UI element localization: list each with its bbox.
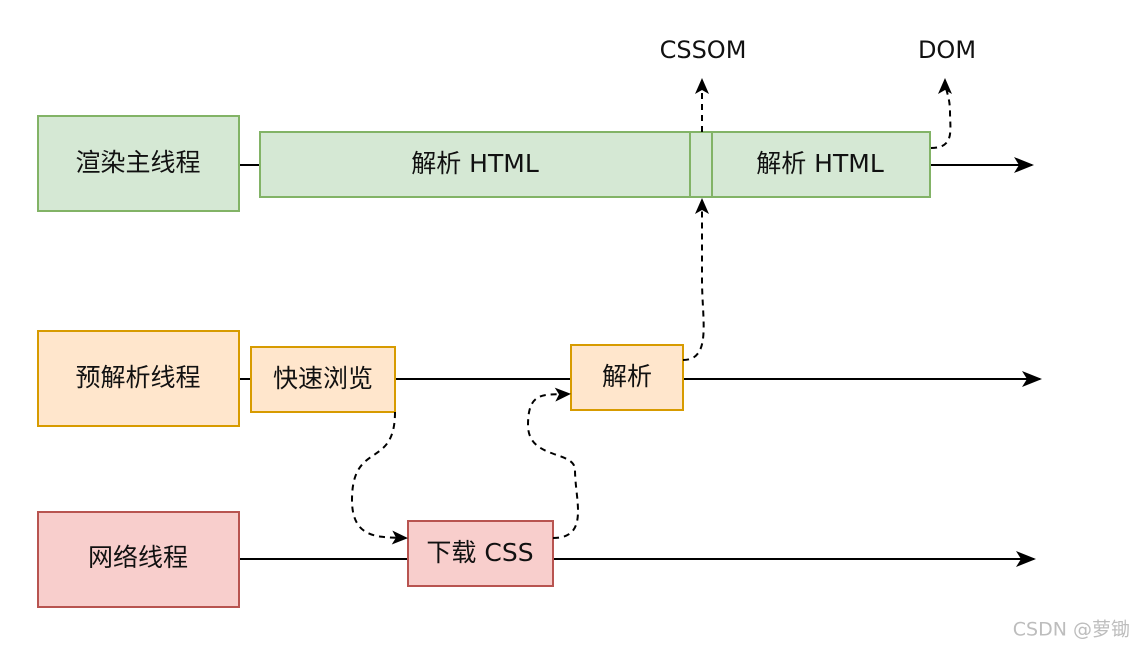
arrow-to-dom (930, 78, 953, 149)
cssom-output-label: CSSOM (660, 36, 747, 64)
quick-browse-label: 快速浏览 (273, 364, 373, 393)
download-css-label: 下载 CSS (426, 538, 533, 567)
parse-html-1-label: 解析 HTML (411, 149, 539, 178)
preparse-thread-label: 预解析线程 (75, 363, 200, 392)
parse-html-2-label: 解析 HTML (756, 149, 884, 178)
arrow-quickbrowse-to-download (350, 411, 408, 545)
download-css-task: 下载 CSS (407, 520, 554, 587)
render-thread-row: 渲染主线程 解析 HTML 解析 HTML (37, 115, 1034, 212)
quick-browse-task: 快速浏览 (250, 346, 396, 413)
parse-label: 解析 (602, 362, 652, 391)
network-thread-label: 网络线程 (88, 543, 188, 572)
arrow-download-to-parse (526, 387, 580, 539)
parse-html-task-2: 解析 HTML (711, 131, 931, 198)
render-thread-box: 渲染主线程 (37, 115, 240, 212)
preparse-thread-box: 预解析线程 (37, 330, 240, 427)
flow-arrows (350, 78, 953, 545)
preparse-thread-row: 预解析线程 快速浏览 解析 (37, 330, 1042, 427)
parse-html-task-1: 解析 HTML (259, 131, 691, 198)
network-thread-box: 网络线程 (37, 511, 240, 608)
dom-output-label: DOM (918, 36, 976, 64)
parse-task: 解析 (570, 344, 684, 411)
network-thread-row: 网络线程 下载 CSS (37, 511, 1036, 608)
render-thread-label: 渲染主线程 (75, 148, 200, 177)
arrow-parse-to-main (682, 198, 709, 361)
watermark: CSDN @萝锄 (1013, 619, 1130, 641)
cssom-build-task (689, 131, 713, 198)
